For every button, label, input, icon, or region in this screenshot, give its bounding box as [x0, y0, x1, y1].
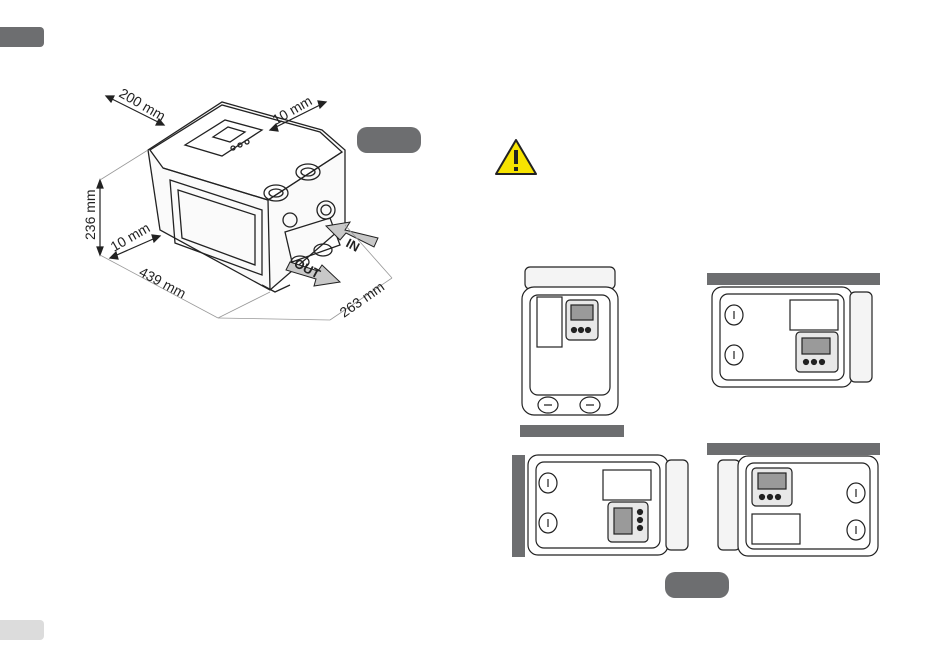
dim-width-top: 200 mm: [117, 85, 169, 124]
orientation-horizontal-mirrored: [718, 456, 878, 556]
ceiling-surface-top: [707, 273, 880, 285]
dim-height: 236 mm: [82, 189, 98, 240]
page-tab-bottom: [0, 620, 44, 640]
figure-label-pill: [357, 127, 421, 153]
orientation-horizontal-top: [712, 287, 872, 387]
ceiling-surface-bottom: [707, 443, 880, 455]
dim-length: 439 mm: [137, 264, 189, 302]
figure-label-pill: [665, 572, 729, 598]
dim-depth: 263 mm: [337, 278, 388, 320]
warning-triangle-icon: [494, 138, 538, 176]
floor-surface: [520, 425, 624, 437]
orientation-vertical-floor: [522, 267, 618, 415]
page-tab-top: [0, 27, 44, 47]
orientation-horizontal-left: [528, 455, 688, 555]
wall-surface-left: [512, 455, 525, 557]
installation-orientations-diagram: [500, 260, 890, 560]
pump-dimension-drawing: 200 mm 10 mm 236 mm 10 mm 439 mm 263 mm …: [80, 80, 420, 330]
